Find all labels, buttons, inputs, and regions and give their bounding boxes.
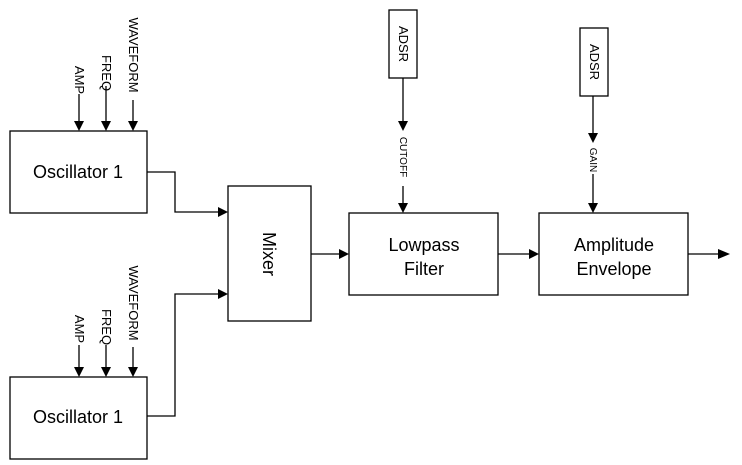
lowpass-filter-label-line1: Lowpass bbox=[388, 235, 459, 255]
oscillator-bottom-inputs: AMP FREQ WAVEFORM bbox=[72, 265, 141, 345]
adsr-amp-block: ADSR bbox=[579, 27, 609, 97]
amplitude-envelope-box bbox=[538, 212, 689, 296]
mixer-block: Mixer bbox=[227, 185, 312, 322]
adsr-filter-box bbox=[388, 9, 418, 79]
adsr-amp-box bbox=[579, 27, 609, 97]
osc-bottom-amp-arrow bbox=[74, 367, 84, 377]
adsr-filter-block: ADSR bbox=[388, 9, 418, 79]
osc-top-amp-arrow bbox=[74, 121, 84, 131]
adsr-filter-label: ADSR bbox=[396, 26, 411, 62]
osc-top-freq-arrow bbox=[101, 121, 111, 131]
amplitude-envelope-label-line1: Amplitude bbox=[574, 235, 654, 255]
oscillator-top-label: Oscillator 1 bbox=[33, 162, 123, 182]
osc-bottom-to-mixer-wire bbox=[147, 293, 218, 417]
amplitude-envelope-label-line2: Envelope bbox=[576, 259, 651, 279]
osc-bottom-amp-label: AMP bbox=[72, 315, 87, 343]
filter-to-envelope-arrow bbox=[529, 249, 539, 259]
osc-bottom-freq-label: FREQ bbox=[99, 309, 114, 345]
oscillator-bottom-label: Oscillator 1 bbox=[33, 407, 123, 427]
wires bbox=[78, 78, 720, 417]
gain-label: GAIN bbox=[587, 148, 598, 172]
oscillator-top-box bbox=[9, 130, 148, 214]
osc-bottom-freq-arrow bbox=[101, 367, 111, 377]
oscillator-top-block: Oscillator 1 bbox=[9, 130, 148, 214]
adsr-amp-label: ADSR bbox=[587, 44, 602, 80]
oscillator-bottom-block: Oscillator 1 bbox=[9, 376, 148, 460]
lowpass-filter-box bbox=[348, 212, 499, 296]
amplitude-envelope-block: Amplitude Envelope bbox=[538, 212, 689, 296]
mixer-box bbox=[227, 185, 312, 322]
osc-top-waveform-arrow bbox=[128, 121, 138, 131]
lowpass-filter-block: Lowpass Filter bbox=[348, 212, 499, 296]
osc-bottom-to-mixer-arrow bbox=[218, 289, 228, 299]
cutoff-label: CUTOFF bbox=[397, 137, 408, 177]
adsr-amp-arrow-lower bbox=[588, 203, 598, 213]
osc-top-amp-label: AMP bbox=[72, 66, 87, 94]
oscillator-bottom-box bbox=[9, 376, 148, 460]
osc-top-to-mixer-wire bbox=[147, 171, 218, 213]
lowpass-filter-label-line2: Filter bbox=[404, 259, 444, 279]
osc-top-freq-label: FREQ bbox=[99, 55, 114, 91]
envelope-output-arrow bbox=[718, 249, 730, 259]
oscillator-top-inputs: AMP FREQ WAVEFORM bbox=[72, 17, 141, 94]
osc-top-to-mixer-arrow bbox=[218, 207, 228, 217]
mixer-to-filter-arrow bbox=[339, 249, 349, 259]
arrowheads bbox=[74, 121, 730, 377]
adsr-filter-arrow-upper bbox=[398, 121, 408, 131]
osc-bottom-waveform-label: WAVEFORM bbox=[126, 265, 141, 340]
adsr-filter-arrow-lower bbox=[398, 203, 408, 213]
osc-top-waveform-label: WAVEFORM bbox=[126, 17, 141, 92]
mixer-label: Mixer bbox=[259, 232, 279, 276]
adsr-amp-arrow-upper bbox=[588, 133, 598, 143]
osc-bottom-waveform-arrow bbox=[128, 367, 138, 377]
